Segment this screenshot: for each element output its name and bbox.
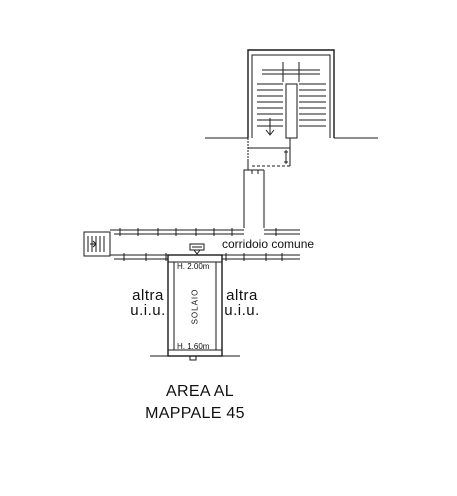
height-top-label: H. 2.00m xyxy=(177,262,210,271)
left-unit-line2: u.i.u. xyxy=(130,302,166,319)
caption-line2: MAPPALE 45 xyxy=(145,405,245,422)
height-bottom-label: H. 1.60m xyxy=(177,342,210,351)
attic-room xyxy=(150,254,240,361)
stair-treads-right xyxy=(299,83,326,127)
right-unit-label: altra u.i.u. xyxy=(216,288,268,318)
right-unit-line1: altra xyxy=(226,287,258,304)
caption-line1: AREA AL xyxy=(166,383,234,400)
left-unit-label: altra u.i.u. xyxy=(122,288,174,318)
stair-treads-left xyxy=(257,83,283,127)
room-label: SOLAIO xyxy=(190,288,200,325)
stair-tower-wall xyxy=(247,49,335,138)
right-unit-line2: u.i.u. xyxy=(224,302,260,319)
entry-stair xyxy=(83,231,111,257)
stair-well xyxy=(285,83,298,139)
left-unit-line1: altra xyxy=(132,287,164,304)
stair-arrow xyxy=(265,118,275,136)
stair-tower-inner xyxy=(251,54,331,138)
wall-ticks xyxy=(119,228,283,261)
corridor-label: corridoio comune xyxy=(222,237,315,251)
door-symbol xyxy=(189,243,205,255)
